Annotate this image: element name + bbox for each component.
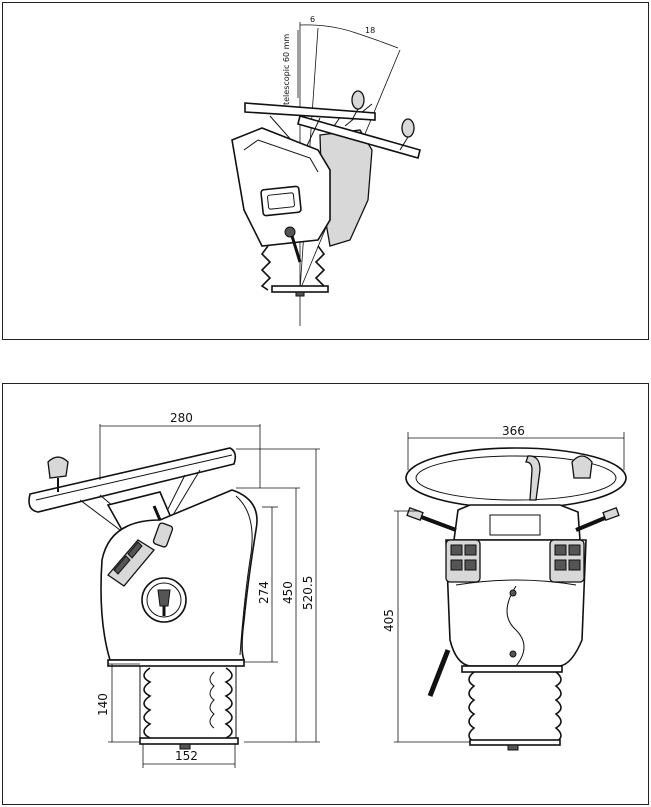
base-plate-front (469, 739, 561, 746)
tilted-wheel (297, 115, 421, 159)
bellows-side-left (143, 667, 152, 739)
centre-stalk (525, 455, 541, 501)
bellows-front-left (468, 671, 476, 743)
telescopic-label: telescopic 60 mm (282, 34, 291, 105)
dim-405: 405 (382, 609, 396, 632)
dim-274: 274 (257, 581, 271, 604)
cover-seam (506, 585, 525, 667)
steering-wheel-side (28, 447, 237, 513)
column-body (231, 127, 331, 247)
tilt-arc (299, 24, 399, 49)
tilt-lever-pivot (284, 226, 296, 238)
bellows-side-right (224, 667, 233, 739)
upright-knob (351, 90, 365, 110)
dim-140: 140 (96, 693, 110, 716)
steering-wheel-front (405, 447, 627, 509)
spinner-knob-side (47, 456, 69, 479)
front-view: 366 405 (382, 424, 627, 751)
base-plate-side (139, 737, 239, 745)
nameplate (260, 185, 302, 217)
side-view: 280 274 450 520.5 140 152 (28, 411, 320, 768)
bellows-front-right (554, 671, 562, 743)
switch-panel-side (107, 539, 155, 587)
stalk-side (152, 522, 174, 548)
tilted-knob (401, 118, 415, 138)
dim-280: 280 (170, 411, 193, 425)
switch-block-left (445, 539, 481, 583)
dim-366: 366 (502, 424, 525, 438)
bellows-right-top (314, 245, 326, 291)
tilt-diagram: 6 18 telescopic 60 mm (231, 15, 421, 326)
bellows-left-top (260, 245, 272, 291)
column-body-side (100, 489, 258, 661)
base-plate-top (271, 285, 329, 293)
tilt-forward-label: 6 (310, 15, 315, 24)
dim-520-5: 520.5 (301, 576, 315, 610)
spinner-knob-front (571, 455, 593, 479)
dim-450: 450 (281, 581, 295, 604)
tilt-lever-front (427, 649, 451, 697)
upright-wheel (244, 102, 376, 121)
switch-block-right (549, 539, 585, 583)
tilt-back-label: 18 (365, 26, 375, 35)
dim-152: 152 (175, 749, 198, 763)
